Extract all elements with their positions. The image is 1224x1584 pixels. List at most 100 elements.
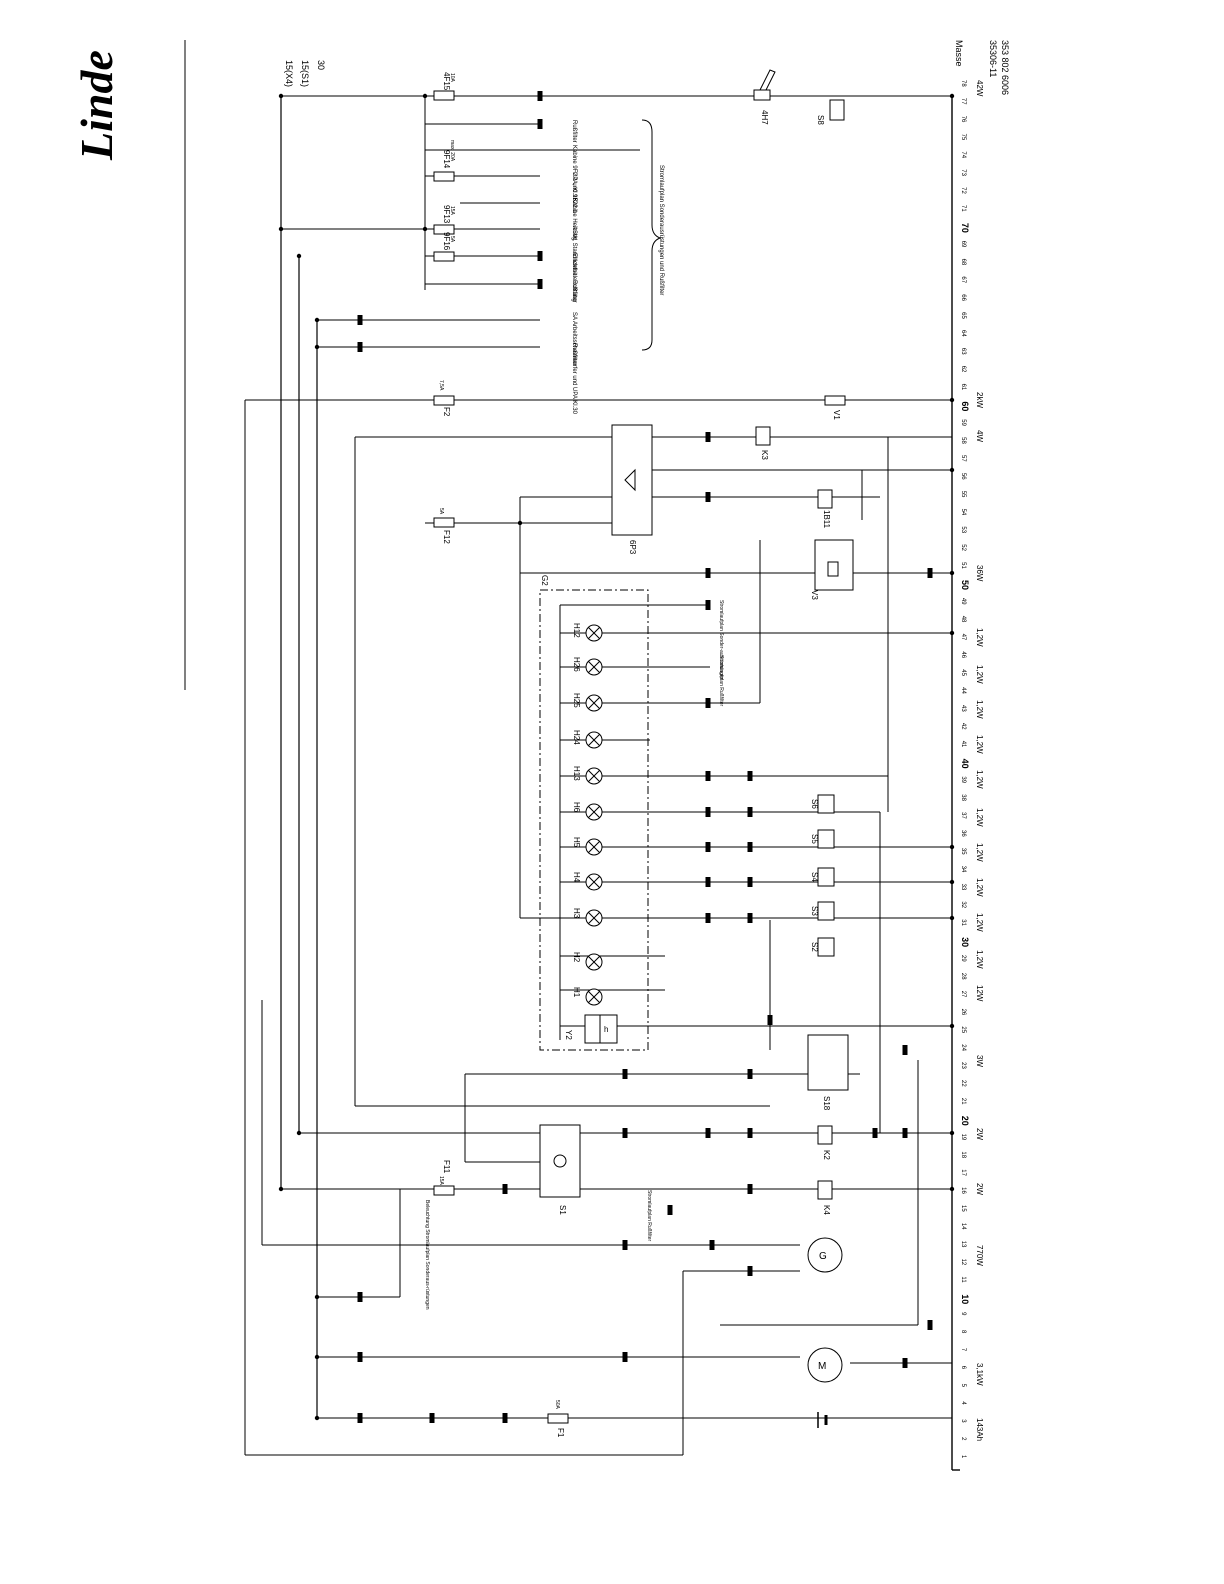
note-7x8: Stromlaufplan Rußfilter	[718, 655, 724, 706]
fuse-f1: F1 50A	[547, 1400, 569, 1438]
scale-number: 14	[960, 1223, 966, 1230]
connector	[747, 913, 753, 923]
connector	[537, 91, 543, 101]
relay-k3: K3	[755, 426, 771, 460]
connector	[357, 315, 363, 325]
branch-label: Rußfilter	[571, 343, 577, 366]
junction-dot	[422, 93, 428, 99]
connector	[902, 1045, 908, 1055]
wattage-label: 770W	[975, 1245, 984, 1266]
wattage-label: 2W	[975, 1128, 984, 1140]
connector	[927, 1320, 933, 1330]
junction-dot	[949, 467, 955, 473]
svg-text:1B11: 1B11	[822, 510, 831, 529]
fuse-4f15: 4F15 10A	[433, 72, 455, 101]
connector	[622, 1240, 628, 1250]
scale-number: 50	[960, 580, 970, 590]
junction-dot	[314, 1294, 320, 1300]
scale-number: 40	[960, 759, 970, 769]
branch-label: Einzelsit.	[571, 253, 577, 277]
rail-label-15x4: 15(X4)	[284, 60, 294, 87]
wattage-label: 2kW	[975, 392, 984, 408]
connector	[357, 1352, 363, 1362]
svg-text:K2: K2	[822, 1150, 831, 1160]
scale-number: 9	[960, 1312, 966, 1316]
connector-group	[357, 91, 933, 1423]
scale-number: 58	[960, 437, 966, 444]
note-7x9: Stromlaufplan Rußfilter	[646, 1190, 652, 1241]
scale-number: 3	[960, 1419, 966, 1423]
svg-text:50A: 50A	[554, 1400, 560, 1410]
rail-label-15s1: 15(S1)	[300, 60, 310, 87]
scale-number: 28	[960, 973, 966, 980]
junction-dot	[949, 1130, 955, 1136]
scale-number: 78	[960, 80, 966, 87]
scale-number: 1	[960, 1455, 966, 1459]
connector	[705, 600, 711, 610]
branch-label: Kabine Heizung	[571, 198, 577, 240]
linde-logo: Linde	[71, 50, 122, 161]
scale-number: 47	[960, 634, 966, 641]
junction-dot	[278, 226, 284, 232]
scale-number: 69	[960, 241, 966, 248]
svg-text:S8: S8	[816, 115, 825, 125]
junction-dot	[314, 1354, 320, 1360]
lamp-label: H12	[572, 623, 581, 638]
scale-number: 32	[960, 901, 966, 908]
lamp-label: H5	[572, 837, 581, 848]
junction-dot	[949, 630, 955, 636]
scale-number: 77	[960, 98, 966, 105]
connector	[705, 877, 711, 887]
svg-text:V3: V3	[810, 590, 819, 600]
fuse-f12: F12 5A	[433, 508, 455, 544]
scale-number: 37	[960, 812, 966, 819]
wattage-label: 42W	[975, 80, 984, 97]
scale-number: 8	[960, 1330, 966, 1334]
scale-number: 70	[960, 223, 970, 233]
scale-number: 56	[960, 473, 966, 480]
connector	[747, 807, 753, 817]
svg-text:5A: 5A	[449, 236, 455, 243]
lamp-label: H2	[572, 952, 581, 963]
starter-motor-m1: M	[807, 1347, 843, 1383]
svg-text:15A: 15A	[438, 1176, 444, 1186]
scale-number: 24	[960, 1044, 966, 1051]
connector	[902, 1128, 908, 1138]
wattage-label: 3,1kW	[975, 1363, 984, 1386]
scale-number: 61	[960, 384, 966, 391]
connector	[357, 342, 363, 352]
scale-number: 45	[960, 669, 966, 676]
switch-s18: S18	[807, 1034, 849, 1111]
svg-text:S18: S18	[822, 1096, 831, 1111]
svg-text:15A: 15A	[449, 206, 455, 216]
branch-label: UPA, Kl.15	[571, 172, 577, 202]
scale-number: 29	[960, 955, 966, 962]
resistor-r1	[824, 395, 846, 406]
note-f11: Beleuchtung Stromlaufplan Sonderaus-rüst…	[424, 1200, 430, 1310]
switch-s8: S8	[816, 99, 845, 125]
fuse-9f13: 9F13 15A	[433, 205, 455, 235]
wattage-label: 1,2W	[975, 770, 984, 789]
junction-dot	[278, 1186, 284, 1192]
svg-text:9F16: 9F16	[442, 232, 451, 251]
scale-number: 46	[960, 651, 966, 658]
connector	[709, 1240, 715, 1250]
junction-dot	[278, 93, 284, 99]
scale-number: 52	[960, 544, 966, 551]
scale-number: 13	[960, 1241, 966, 1248]
scale-number: 43	[960, 705, 966, 712]
scale-number: 74	[960, 151, 966, 158]
scale-number: 64	[960, 330, 966, 337]
generator-g1: G	[807, 1237, 843, 1273]
svg-text:S1: S1	[558, 1205, 567, 1215]
svg-text:G: G	[819, 1251, 827, 1262]
fuse-f11: F11 15A	[433, 1160, 455, 1196]
scale-number: 71	[960, 205, 966, 212]
junction-dot	[314, 317, 320, 323]
svg-text:4F15: 4F15	[442, 72, 451, 91]
switch-label: S6	[810, 799, 819, 809]
branch-label-group: Rußfilter Kabine 9F2.1 und 9F22.1 UPA, K…	[571, 120, 577, 415]
ground-label: Masse	[954, 40, 964, 67]
svg-text:7,5A: 7,5A	[438, 380, 444, 391]
